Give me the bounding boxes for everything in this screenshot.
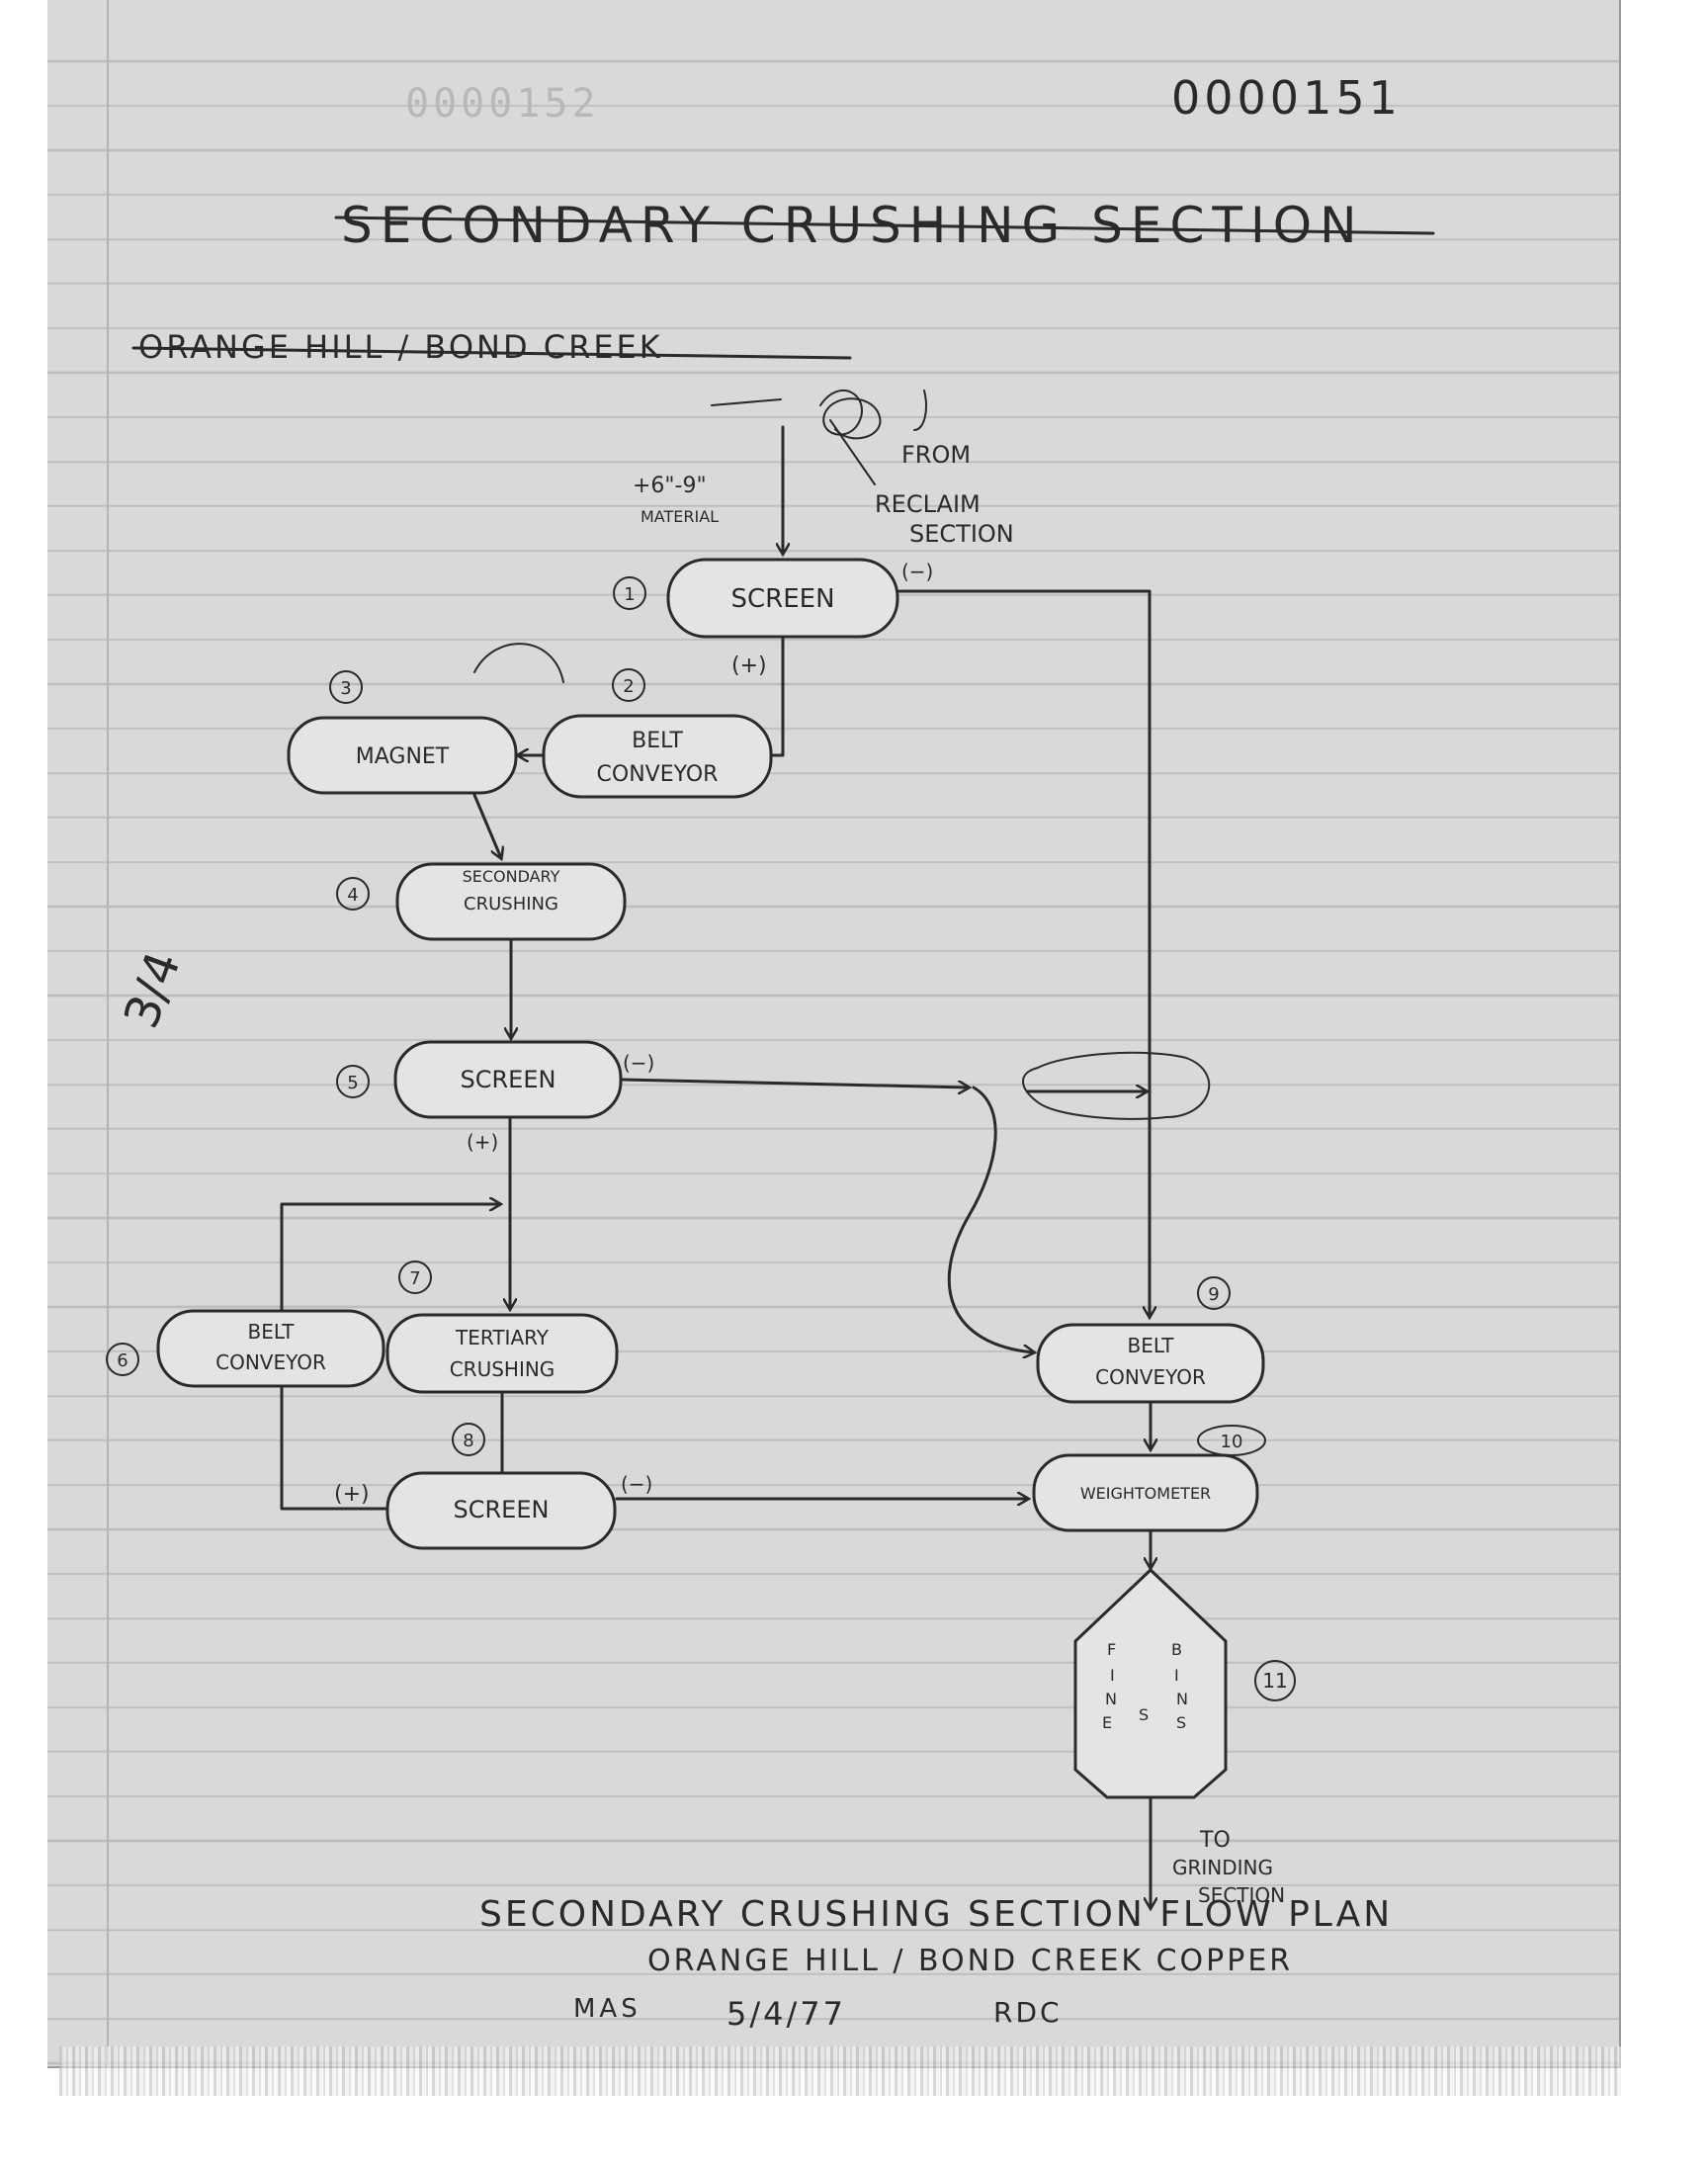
svg-text:1: 1 bbox=[624, 584, 635, 605]
node-number-5: 5 bbox=[336, 1065, 370, 1098]
source-label-line2: RECLAIM bbox=[875, 490, 981, 518]
flow-screen-5-reroute bbox=[947, 1086, 1034, 1352]
node-3-label: MAGNET bbox=[356, 744, 450, 769]
node-6-label-2: CONVEYOR bbox=[215, 1350, 326, 1374]
flow-magnet-reject-loop bbox=[473, 643, 564, 683]
paper-sheet bbox=[47, 0, 1621, 2068]
mark-screen-8-minus: (−) bbox=[621, 1472, 652, 1496]
node-8-screen: SCREEN bbox=[385, 1471, 617, 1550]
bin-letter-7: I bbox=[1174, 1666, 1179, 1685]
svg-text:6: 6 bbox=[117, 1350, 128, 1371]
node-number-1: 1 bbox=[613, 576, 646, 610]
node-number-10: 10 bbox=[1197, 1425, 1266, 1456]
margin-rule bbox=[107, 0, 109, 2066]
flow-conveyor-6-return bbox=[280, 1204, 500, 1313]
bin-letter-1: F bbox=[1107, 1640, 1116, 1659]
node-7-label-2: CRUSHING bbox=[450, 1357, 555, 1381]
node-7-label-1: TERTIARY bbox=[455, 1326, 550, 1349]
caption-line2: ORANGE HILL / BOND CREEK COPPER bbox=[647, 1944, 1293, 1978]
heading-strike bbox=[334, 216, 1435, 235]
node-6-label-1: BELT bbox=[248, 1320, 296, 1344]
bin-letter-5: S bbox=[1139, 1705, 1149, 1724]
svg-text:4: 4 bbox=[347, 885, 358, 906]
node-number-8: 8 bbox=[452, 1423, 485, 1456]
flow-screen-5-minus bbox=[621, 1078, 969, 1088]
node-number-11: 11 bbox=[1254, 1660, 1296, 1701]
source-label-line3: SECTION bbox=[909, 520, 1014, 548]
blot-cloud bbox=[1022, 1051, 1211, 1120]
flow-screen-1-minus-bypass bbox=[897, 589, 1150, 1317]
svg-text:3: 3 bbox=[340, 678, 351, 699]
scan-artifact-strip bbox=[59, 2046, 1621, 2096]
node-8-label: SCREEN bbox=[454, 1496, 550, 1523]
mark-screen-1-plus: (+) bbox=[731, 653, 767, 678]
node-7-tertiary-crushing: TERTIARY CRUSHING bbox=[385, 1313, 619, 1394]
node-9-label-2: CONVEYOR bbox=[1095, 1365, 1206, 1389]
node-2-label-1: BELT bbox=[632, 729, 683, 753]
bin-letter-9: S bbox=[1176, 1713, 1186, 1732]
node-10-label: WEIGHTOMETER bbox=[1080, 1484, 1211, 1503]
mark-screen-1-minus: (−) bbox=[901, 560, 933, 583]
node-number-3: 3 bbox=[329, 670, 363, 704]
node-11-fines-bins: F I N E S B I N S bbox=[1073, 1567, 1228, 1799]
node-number-7: 7 bbox=[398, 1261, 432, 1294]
signature-date: 5/4/77 bbox=[726, 1995, 846, 2033]
node-number-6: 6 bbox=[106, 1343, 139, 1376]
source-label-line1: FROM bbox=[901, 441, 971, 469]
svg-text:10: 10 bbox=[1221, 1432, 1243, 1452]
node-2-belt-conveyor: BELT CONVEYOR bbox=[542, 714, 773, 799]
bin-letter-4: E bbox=[1102, 1713, 1112, 1732]
subheading-strike bbox=[131, 346, 852, 360]
node-number-9: 9 bbox=[1197, 1276, 1231, 1310]
signature-initials-left: MAS bbox=[573, 1994, 641, 2024]
signature-initials-right: RDC bbox=[993, 1996, 1063, 2029]
bin-letter-8: N bbox=[1176, 1690, 1188, 1708]
node-number-4: 4 bbox=[336, 877, 370, 911]
node-4-label-2: CRUSHING bbox=[464, 894, 558, 914]
node-1-screen: SCREEN bbox=[666, 558, 899, 639]
scribble-mark bbox=[711, 390, 927, 440]
node-5-screen: SCREEN bbox=[393, 1040, 623, 1119]
bin-letter-2: I bbox=[1110, 1666, 1115, 1685]
node-9-belt-conveyor: BELT CONVEYOR bbox=[1036, 1323, 1265, 1404]
flow-screen-1-plus-to-conveyor bbox=[771, 637, 785, 757]
mark-screen-5-plus: (+) bbox=[467, 1130, 498, 1154]
svg-text:9: 9 bbox=[1208, 1284, 1219, 1305]
node-number-2: 2 bbox=[612, 668, 645, 702]
mark-screen-8-plus: (+) bbox=[334, 1482, 370, 1507]
output-label-line3: SECTION bbox=[1198, 1883, 1285, 1907]
node-6-belt-conveyor: BELT CONVEYOR bbox=[156, 1309, 385, 1388]
node-5-label: SCREEN bbox=[461, 1066, 556, 1093]
margin-note: 3/4 bbox=[114, 945, 192, 1036]
output-label-line2: GRINDING bbox=[1172, 1856, 1273, 1879]
node-1-label: SCREEN bbox=[730, 584, 834, 614]
node-2-label-2: CONVEYOR bbox=[597, 762, 719, 787]
flow-magnet-to-secondary-crushing bbox=[472, 793, 501, 858]
svg-text:8: 8 bbox=[463, 1431, 473, 1451]
doc-number: 0000151 bbox=[1171, 71, 1402, 125]
input-label-line1: +6"-9" bbox=[633, 474, 707, 498]
node-4-label-1: SECONDARY bbox=[463, 867, 560, 886]
svg-text:5: 5 bbox=[347, 1073, 358, 1093]
ruled-lines bbox=[47, 0, 1619, 2066]
doc-number-ghost: 0000152 bbox=[405, 81, 600, 127]
caption-line1: SECONDARY CRUSHING SECTION FLOW PLAN bbox=[479, 1894, 1393, 1935]
input-label-line2: MATERIAL bbox=[640, 507, 719, 526]
svg-text:7: 7 bbox=[409, 1268, 420, 1289]
svg-text:2: 2 bbox=[623, 676, 634, 697]
node-3-magnet: MAGNET bbox=[287, 716, 518, 795]
node-9-label-1: BELT bbox=[1128, 1334, 1175, 1357]
svg-text:11: 11 bbox=[1262, 1669, 1287, 1693]
bin-letter-6: B bbox=[1171, 1640, 1182, 1659]
bin-letter-3: N bbox=[1105, 1690, 1117, 1708]
node-4-secondary-crushing: SECONDARY CRUSHING bbox=[395, 862, 627, 941]
flow-screen-8-plus-to-conveyor-6 bbox=[280, 1386, 387, 1511]
subheading: ORANGE HILL / BOND CREEK bbox=[138, 328, 663, 366]
output-label-line1: TO bbox=[1199, 1828, 1231, 1853]
node-10-weightometer: WEIGHTOMETER bbox=[1032, 1453, 1259, 1532]
source-pointer bbox=[829, 419, 876, 485]
mark-screen-5-minus: (−) bbox=[623, 1051, 654, 1075]
